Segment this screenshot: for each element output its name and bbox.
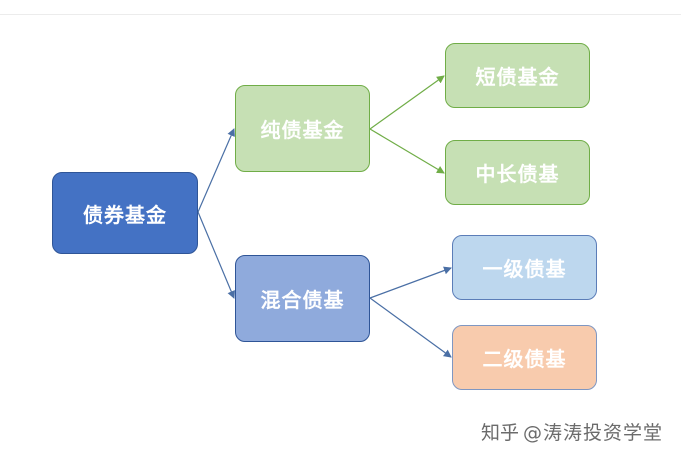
node-mixed-bond-fund-label: 混合债基: [260, 288, 345, 312]
node-level-one-bond-fund: 一级债基: [452, 235, 597, 300]
watermark: 知乎 @涛涛投资学堂: [481, 418, 663, 445]
arrow-pure-to-long: [369, 128, 445, 174]
node-bond-fund: 债券基金: [52, 172, 198, 254]
watermark-author: @涛涛投资学堂: [522, 422, 663, 444]
arrow-pure-to-short: [369, 75, 445, 130]
node-mid-long-bond-fund-label: 中长债基: [475, 162, 560, 186]
watermark-platform: 知乎: [480, 422, 519, 444]
arrow-root-to-mixed: [197, 211, 235, 299]
node-bond-fund-label: 债券基金: [83, 202, 167, 227]
node-pure-bond-fund-label: 纯债基金: [260, 118, 345, 142]
arrow-mixed-to-level-two: [369, 297, 452, 358]
node-mid-long-bond-fund: 中长债基: [445, 140, 590, 205]
node-level-two-bond-fund-label: 二级债基: [482, 347, 567, 371]
arrow-mixed-to-level-one: [369, 266, 452, 299]
node-level-two-bond-fund: 二级债基: [452, 325, 597, 390]
top-divider: [0, 14, 681, 15]
node-short-bond-fund-label: 短债基金: [475, 65, 560, 89]
node-mixed-bond-fund: 混合债基: [235, 255, 370, 342]
arrow-root-to-pure: [197, 128, 235, 213]
node-pure-bond-fund: 纯债基金: [235, 85, 370, 172]
node-level-one-bond-fund-label: 一级债基: [482, 257, 567, 281]
node-short-bond-fund: 短债基金: [445, 43, 590, 108]
